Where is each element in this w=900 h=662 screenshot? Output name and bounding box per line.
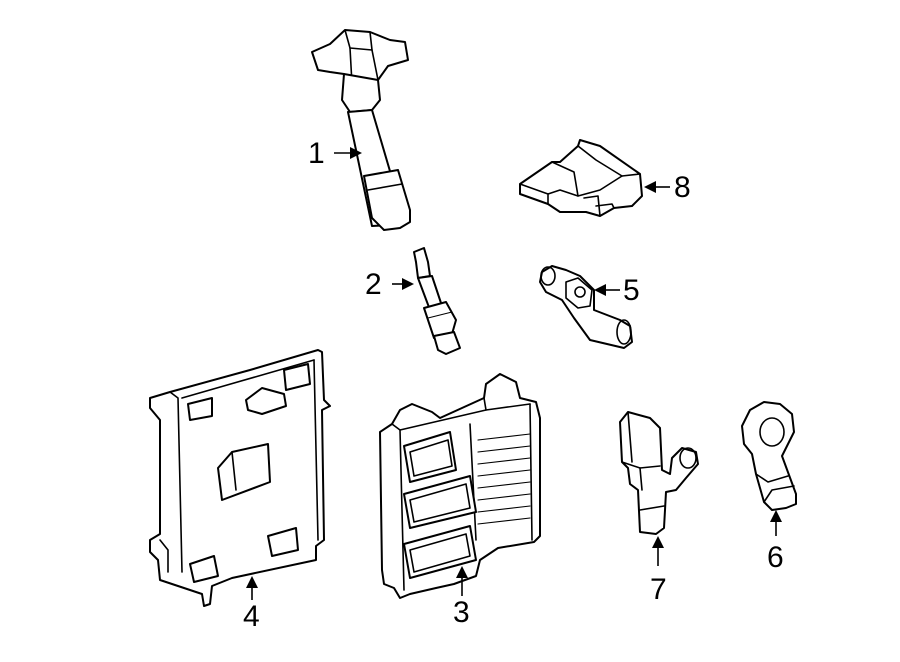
callout-3: 3 — [453, 596, 470, 629]
arrow-7-head — [652, 536, 664, 548]
arrow-5-head — [594, 284, 606, 296]
callout-5: 5 — [623, 274, 640, 307]
temperature-sensor-part — [619, 411, 699, 535]
arrow-8-head — [644, 181, 656, 193]
knock-sensor-part — [741, 401, 797, 511]
engine-control-module-part — [379, 373, 541, 599]
arrow-6-head — [770, 510, 782, 522]
callout-8: 8 — [674, 171, 691, 204]
callout-7: 7 — [650, 573, 667, 606]
position-sensor-part — [539, 265, 633, 349]
ecm-bracket-part — [149, 349, 331, 607]
spark-plug-part — [413, 247, 461, 355]
arrow-1-head — [350, 147, 362, 159]
callout-1: 1 — [308, 137, 325, 170]
arrow-3-head — [456, 566, 468, 578]
callout-4: 4 — [243, 600, 260, 633]
arrow-4-head — [246, 576, 258, 588]
ignition-coil-part — [311, 29, 411, 231]
sensor-module-part — [519, 139, 643, 217]
callout-2: 2 — [365, 268, 382, 301]
callout-6: 6 — [767, 541, 784, 574]
arrow-2-head — [402, 278, 414, 290]
leader-arrows — [246, 147, 782, 600]
